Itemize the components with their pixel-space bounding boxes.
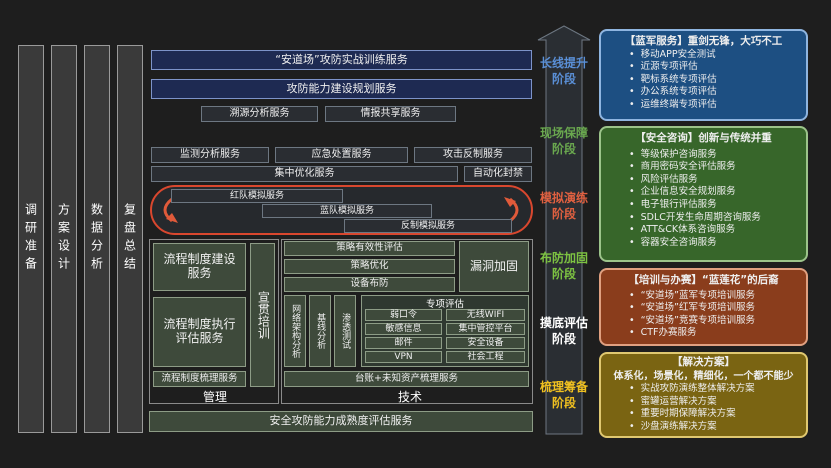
panel-subtitle: 体系化，场景化，精细化，一个都不能少 [613, 370, 794, 382]
process-exec-eval-service: 流程制度执行评估服务 [153, 297, 246, 367]
stage-text: 布防加固阶段 [539, 251, 588, 281]
promote-training: 宣贯培训 [250, 243, 275, 387]
column-review-summary: 复盘总结 [117, 45, 143, 433]
left-arrowhead-icon [166, 213, 178, 223]
stage-onsite: 现场保障阶段 [538, 126, 590, 157]
panel-list: “安道场”蓝军专项培训服务 “安道场”红军专项培训服务 “安道场”竞赛专项培训服… [601, 290, 806, 340]
vuln-fix: 漏洞加固 [459, 241, 529, 292]
trace-analysis-service: 溯源分析服务 [201, 106, 318, 122]
special-eval-title: 专项评估 [425, 299, 464, 310]
baseline-analysis: 基线分析 [309, 295, 331, 367]
list-item: 等级保护咨询服务 [629, 149, 806, 162]
special-item: 邮件 [365, 337, 442, 349]
process-build-service: 流程制度建设服务 [153, 243, 246, 291]
special-item: 弱口令 [365, 309, 442, 321]
special-item: 集中管控平台 [446, 323, 525, 335]
stage-text: 模拟演练阶段 [539, 191, 588, 221]
list-item: “安道场”蓝军专项培训服务 [629, 290, 806, 303]
list-item: 重要时期保障解决方案 [629, 408, 806, 421]
loop-arrows [163, 197, 519, 223]
panel-consulting: 【安全咨询】创新与传统并重 等级保护咨询服务 商用密码安全评估服务 风险评估服务… [599, 126, 808, 262]
special-item: 社会工程 [446, 351, 525, 363]
panel-blue-team: 【蓝军服务】重剑无锋，大巧不工 移动APP安全测试 近源专项评估 靶标系统专项评… [599, 29, 808, 121]
list-item: 实战攻防演练整体解决方案 [629, 383, 806, 396]
device-deploy: 设备布防 [284, 277, 455, 292]
list-item: 电子银行评估服务 [629, 199, 806, 212]
penetration-test: 渗透测试 [334, 295, 356, 367]
stage-text: 梳理筹备阶段 [539, 380, 588, 410]
management-label: 管理 [202, 390, 227, 404]
stage-prepare: 梳理筹备阶段 [538, 380, 590, 411]
list-item: SDLC开发生命周期咨询服务 [629, 212, 806, 225]
list-item: CTF办赛服务 [629, 327, 806, 340]
panel-title: 【培训与办赛】“蓝莲花”的后裔 [628, 274, 779, 286]
stage-arrow [537, 25, 591, 435]
blue-team-sim-service: 蓝队模拟服务 [262, 204, 432, 218]
auto-block-service: 自动化封禁 [464, 166, 532, 182]
strategy-opt: 策略优化 [284, 259, 455, 274]
stage-text: 摸底评估阶段 [539, 316, 588, 346]
stage-text: 长线提升阶段 [539, 56, 588, 86]
panel-list: 实战攻防演练整体解决方案 蜜罐运营解决方案 重要时期保障解决方案 沙盘演练解决方… [601, 383, 806, 433]
capability-planning-service: 攻防能力建设规划服务 [151, 79, 532, 99]
panel-list: 等级保护咨询服务 商用密码安全评估服务 风险评估服务 企业信息安全规划服务 电子… [601, 149, 806, 249]
counterattack-service: 攻击反制服务 [414, 147, 532, 163]
column-data-analysis: 数据分析 [84, 45, 110, 433]
attack-defense-training-service: “安道场”攻防实战训练服务 [151, 50, 532, 70]
list-item: 近源专项评估 [629, 61, 806, 74]
stage-simulation: 模拟演练阶段 [538, 191, 590, 222]
technology-frame [281, 239, 533, 404]
list-item: 商用密码安全评估服务 [629, 161, 806, 174]
list-item: “安道场”红军专项培训服务 [629, 302, 806, 315]
special-item: VPN [365, 351, 442, 363]
column-research-prep: 调研准备 [18, 45, 44, 433]
process-sort-service: 流程制度梳理服务 [153, 371, 246, 387]
panel-solutions: 【解决方案】 体系化，场景化，精细化，一个都不能少 实战攻防演练整体解决方案 蜜… [599, 352, 808, 438]
list-item: 企业信息安全规划服务 [629, 186, 806, 199]
list-item: 靶标系统专项评估 [629, 74, 806, 87]
list-item: 沙盘演练解决方案 [629, 421, 806, 434]
list-item: “安道场”竞赛专项培训服务 [629, 315, 806, 328]
stage-text: 现场保障阶段 [539, 126, 588, 156]
stage-long-term: 长线提升阶段 [538, 56, 590, 87]
panel-title: 【蓝军服务】重剑无锋，大巧不工 [624, 35, 783, 47]
list-item: 运维终端专项评估 [629, 99, 806, 112]
stage-assess: 摸底评估阶段 [538, 316, 590, 347]
list-item: 容器安全咨询服务 [629, 237, 806, 250]
maturity-eval-service: 安全攻防能力成熟度评估服务 [149, 411, 533, 432]
centralized-optimization-service: 集中优化服务 [151, 166, 458, 182]
panel-training: 【培训与办赛】“蓝莲花”的后裔 “安道场”蓝军专项培训服务 “安道场”红军专项培… [599, 268, 808, 346]
panel-title: 【安全咨询】创新与传统并重 [635, 132, 772, 144]
list-item: ATT&CK体系咨询服务 [629, 224, 806, 237]
technology-label: 技术 [397, 390, 422, 404]
network-arch-analysis: 网络架构分析 [284, 295, 306, 367]
special-item: 敏感信息 [365, 323, 442, 335]
special-item: 无线WIFI [446, 309, 525, 321]
counter-sim-service: 反制模拟服务 [344, 219, 512, 233]
panel-title: 【解决方案】 [672, 356, 735, 368]
strategy-eval: 策略有效性评估 [284, 241, 455, 256]
management-frame [149, 239, 279, 404]
stage-deploy: 布防加固阶段 [538, 251, 590, 282]
right-arrowhead-icon [504, 197, 516, 207]
panel-list: 移动APP安全测试 近源专项评估 靶标系统专项评估 办公系统专项评估 运维终端专… [601, 49, 806, 112]
list-item: 移动APP安全测试 [629, 49, 806, 62]
up-arrow-icon [537, 25, 591, 435]
column-plan-design: 方案设计 [51, 45, 77, 433]
list-item: 风险评估服务 [629, 174, 806, 187]
list-item: 办公系统专项评估 [629, 86, 806, 99]
list-item: 蜜罐运营解决方案 [629, 396, 806, 409]
red-team-sim-service: 红队模拟服务 [171, 189, 343, 203]
emergency-response-service: 应急处置服务 [275, 147, 408, 163]
intel-sharing-service: 情报共享服务 [325, 106, 456, 122]
ledger-asset-service: 台账+未知资产梳理服务 [284, 371, 529, 387]
special-item: 安全设备 [446, 337, 525, 349]
monitor-analysis-service: 监测分析服务 [151, 147, 269, 163]
